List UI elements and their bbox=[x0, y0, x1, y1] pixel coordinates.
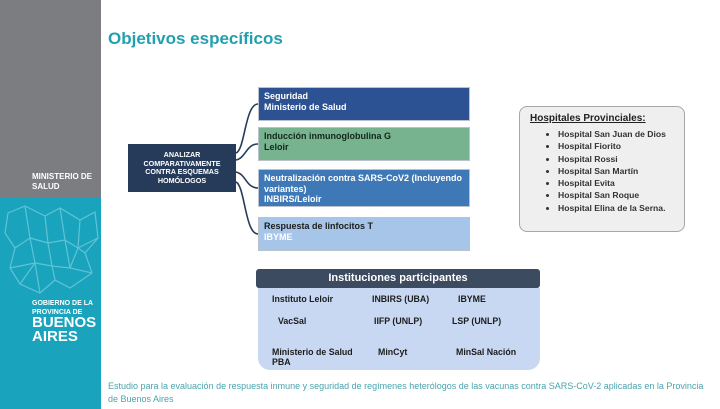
objective-neutralizacion: Neutralización contra SARS-CoV2 (Incluye… bbox=[258, 169, 470, 207]
institution-item: INBIRS (UBA) bbox=[372, 294, 430, 304]
analysis-box: ANALIZAR COMPARATIVAMENTE CONTRA ESQUEMA… bbox=[128, 144, 236, 192]
objective-title: Inducción inmunoglobulina G bbox=[264, 131, 391, 141]
list-item: Hospital San Roque bbox=[558, 189, 676, 201]
government-label: GOBIERNO DE LA PROVINCIA DE bbox=[32, 300, 93, 316]
objective-subtitle: INBIRS/Leloir bbox=[264, 194, 322, 204]
page-title: Objetivos específicos bbox=[108, 29, 283, 48]
province-map-pattern-icon bbox=[4, 205, 99, 294]
objective-subtitle: Ministerio de Salud bbox=[264, 101, 347, 112]
institution-item: MinSal Nación bbox=[456, 347, 517, 357]
objective-subtitle: IBYME bbox=[264, 231, 293, 242]
list-item: Hospital Rossi bbox=[558, 153, 676, 165]
hospitals-list: Hospital San Juan de Dios Hospital Fiori… bbox=[528, 128, 676, 214]
objective-title: Respuesta de linfocitos T bbox=[264, 221, 374, 231]
objective-title: Seguridad bbox=[264, 91, 309, 101]
institution-item: MinCyt bbox=[378, 347, 408, 357]
footer-caption: Estudio para la evaluación de respuesta … bbox=[108, 381, 704, 404]
objective-seguridad: Seguridad Ministerio de Salud bbox=[258, 87, 470, 121]
list-item: Hospital Elina de la Serna. bbox=[558, 202, 676, 214]
institutions-panel: Instituto Leloir INBIRS (UBA) IBYME VacS… bbox=[258, 288, 540, 370]
list-item: Hospital San Martín bbox=[558, 165, 676, 177]
sidebar-teal-panel bbox=[0, 198, 101, 409]
objective-subtitle: Leloir bbox=[264, 141, 289, 152]
list-item: Hospital San Juan de Dios bbox=[558, 128, 676, 140]
institution-item: Instituto Leloir bbox=[272, 294, 334, 304]
objective-linfocitos: Respuesta de linfocitos T IBYME bbox=[258, 217, 470, 251]
institution-item: Ministerio de Salud PBA bbox=[272, 347, 353, 367]
institutions-header: Instituciones participantes bbox=[256, 269, 540, 288]
institution-item: IBYME bbox=[458, 294, 486, 304]
hospitals-panel: Hospitales Provinciales: Hospital San Ju… bbox=[519, 106, 685, 232]
analysis-box-label: ANALIZAR COMPARATIVAMENTE CONTRA ESQUEMA… bbox=[143, 150, 221, 185]
list-item: Hospital Fiorito bbox=[558, 140, 676, 152]
objective-igg: Inducción inmunoglobulina G Leloir bbox=[258, 127, 470, 161]
institution-item: IIFP (UNLP) bbox=[374, 316, 423, 326]
institution-item: LSP (UNLP) bbox=[452, 316, 502, 326]
hospitals-title: Hospitales Provinciales: bbox=[530, 113, 646, 124]
list-item: Hospital Evita bbox=[558, 177, 676, 189]
institution-item: VacSal bbox=[278, 316, 307, 326]
sidebar: MINISTERIO DE SALUD GOBIERNO DE LA PROVI… bbox=[0, 0, 101, 409]
ministry-label: MINISTERIO DE SALUD bbox=[32, 172, 93, 191]
province-name: BUENOS AIRES bbox=[32, 314, 97, 345]
objective-title: Neutralización contra SARS-CoV2 (Incluye… bbox=[264, 173, 463, 194]
